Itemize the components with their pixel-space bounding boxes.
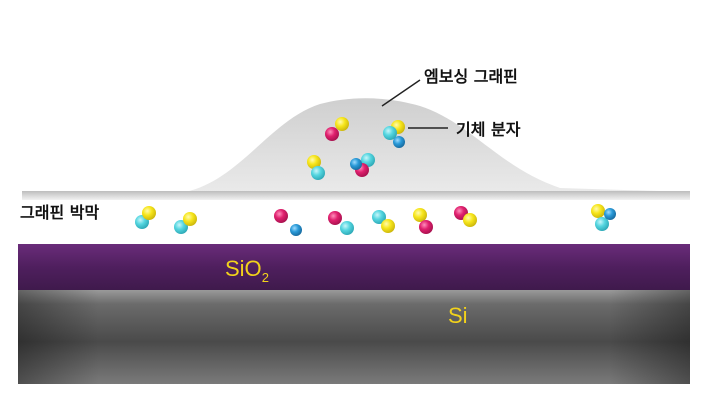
gas-molecule-trapped-5 xyxy=(372,210,395,233)
blue-atom xyxy=(604,208,616,220)
yellow-atom xyxy=(335,117,349,131)
gas-molecule-trapped-8 xyxy=(591,204,616,231)
cyan-atom xyxy=(383,126,397,140)
yellow-atom xyxy=(307,155,321,169)
yellow-atom xyxy=(463,213,477,227)
gas-molecule-trapped-7 xyxy=(454,206,477,227)
gas-molecule-trapped-6 xyxy=(413,208,433,234)
graphene-film-label: 그래핀 박막 xyxy=(20,203,99,222)
gas-molecule-bubble-2 xyxy=(383,120,405,148)
gas-molecule-bubble-4 xyxy=(350,153,375,177)
si-layer-edge-shade xyxy=(18,290,690,384)
sio2-layer xyxy=(18,244,690,290)
cyan-atom xyxy=(174,220,188,234)
cyan-atom xyxy=(340,221,354,235)
graphene-film xyxy=(22,191,690,200)
blue-atom xyxy=(290,224,302,236)
gas-molecule-trapped-4 xyxy=(328,211,354,235)
gas-molecule-trapped-3 xyxy=(274,209,302,236)
gas-molecules xyxy=(135,117,616,236)
si-label: Si xyxy=(448,303,468,328)
cyan-atom xyxy=(372,210,386,224)
magenta-atom xyxy=(328,211,342,225)
gas-molecule-label: 기체 분자 xyxy=(456,120,521,139)
gas-molecule-bubble-3 xyxy=(307,155,325,180)
embossed-graphene-leader xyxy=(381,79,421,107)
sio2-label-main: SiO xyxy=(225,256,262,281)
gas-molecule-trapped-2 xyxy=(174,212,197,234)
yellow-atom xyxy=(413,208,427,222)
magenta-atom xyxy=(325,127,339,141)
yellow-atom xyxy=(381,219,395,233)
blue-atom xyxy=(350,158,362,170)
gas-molecule-bubble-1 xyxy=(325,117,349,141)
blue-atom xyxy=(393,136,405,148)
magenta-atom xyxy=(419,220,433,234)
magenta-atom xyxy=(274,209,288,223)
yellow-atom xyxy=(591,204,605,218)
sio2-label-subscript: 2 xyxy=(262,270,269,285)
cyan-atom xyxy=(595,217,609,231)
yellow-atom xyxy=(142,206,156,220)
embossed-graphene-label: 엠보싱 그래핀 xyxy=(424,67,518,86)
gas-molecule-trapped-1 xyxy=(135,206,156,229)
yellow-atom xyxy=(183,212,197,226)
embossed-graphene-bubble xyxy=(22,98,690,200)
cyan-atom xyxy=(311,166,325,180)
sio2-label: SiO2 xyxy=(225,256,269,285)
